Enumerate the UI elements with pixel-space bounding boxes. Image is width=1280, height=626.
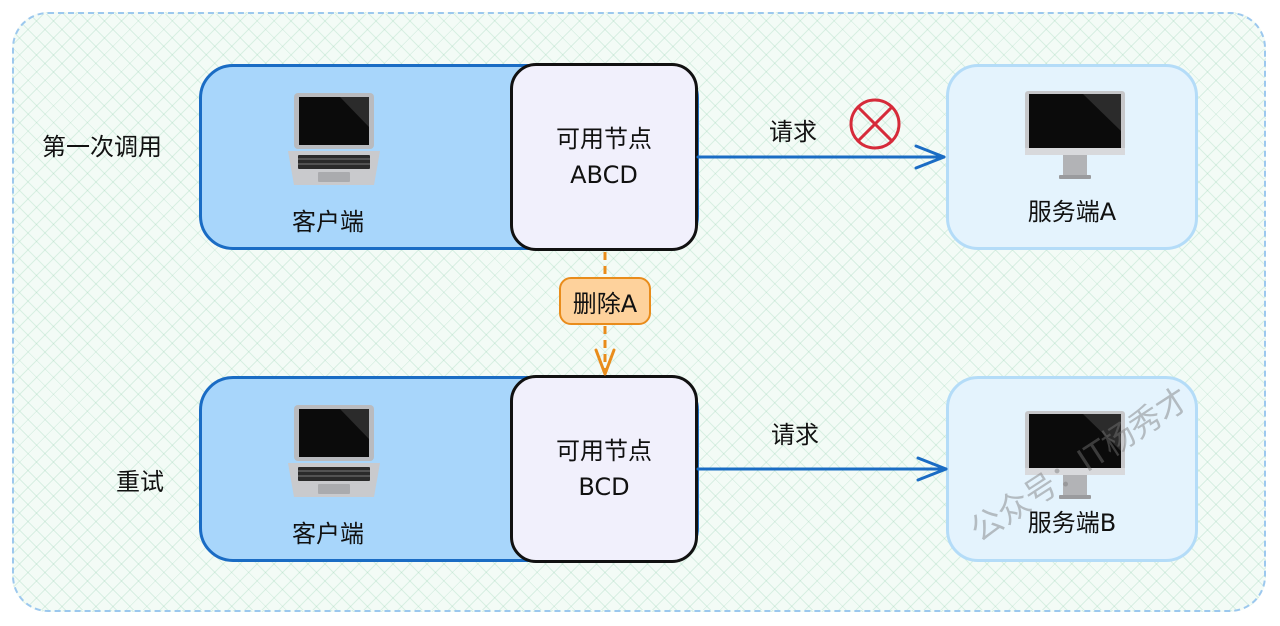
nodes-list: BCD [578,473,630,501]
desktop-monitor-icon [1025,411,1125,499]
row-label-retry: 重试 [116,468,164,496]
server-box-a: 服务端A [946,64,1198,250]
server-box-b: 服务端B [946,376,1198,562]
nodes-list: ABCD [570,161,638,189]
server-label: 服务端A [1027,198,1117,226]
transition-label: 删除A [559,277,651,325]
request-label-retry: 请求 [771,421,819,449]
available-nodes-box-retry: 可用节点 BCD [510,375,698,563]
row-label-first-call: 第一次调用 [42,133,162,161]
request-arrow-first-call [696,144,946,170]
desktop-monitor-icon [1025,91,1125,179]
laptop-icon [288,405,380,497]
transition-arrow [594,252,616,376]
client-label: 客户端 [292,208,364,236]
available-nodes-box-first-call: 可用节点 ABCD [510,63,698,251]
nodes-title: 可用节点 [556,437,652,465]
server-label: 服务端B [1027,509,1117,537]
request-label-first-call: 请求 [769,118,817,146]
red-cross-circle-icon [849,98,901,150]
client-label: 客户端 [292,520,364,548]
laptop-icon [288,93,380,185]
nodes-title: 可用节点 [556,125,652,153]
request-arrow-retry [696,456,948,482]
